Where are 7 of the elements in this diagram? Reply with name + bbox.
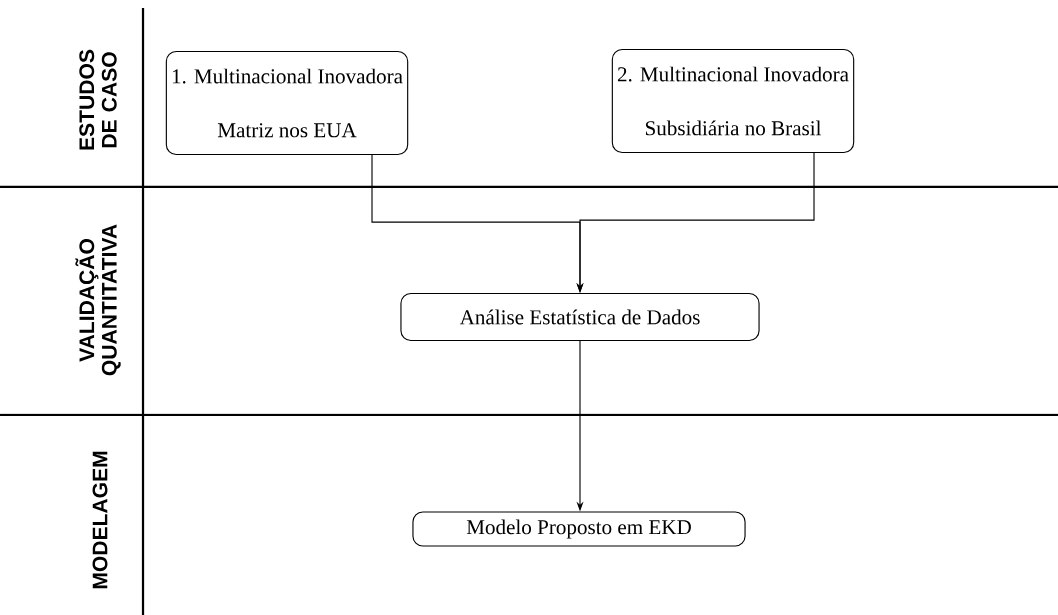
process-box: Modelo Proposto em EKD [412, 511, 746, 547]
process-box: 1. Multinacional Inovadora Matriz nos EUA [165, 50, 409, 156]
process-box: Análise Estatística de Dados [400, 292, 760, 342]
lane-label: VALIDAÇÃO QUANTITATIVA [75, 224, 121, 376]
process-box: 2. Multinacional Inovadora Subsidiária no Brasil [611, 48, 855, 154]
lane-label: ESTUDOS DE CASO [79, 49, 117, 150]
lane-label: MODELAGEM [92, 451, 108, 589]
